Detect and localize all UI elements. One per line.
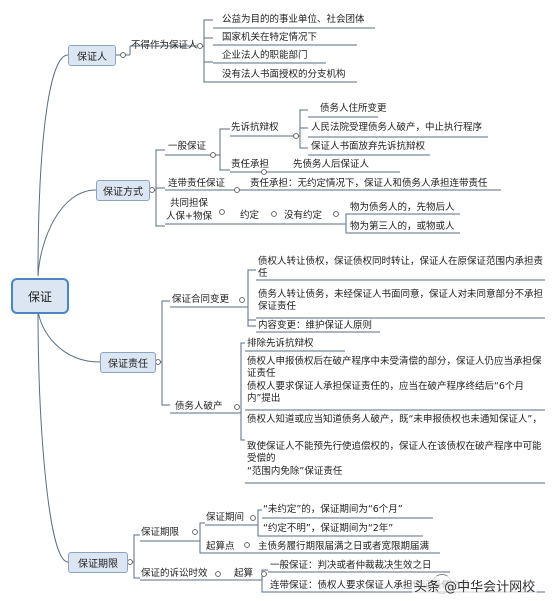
term-label: 保证期限 (141, 527, 180, 538)
root-node[interactable]: 保证 (11, 278, 69, 314)
guarantor-sub: 不得作为保证人 (131, 40, 198, 51)
no-agreed-item-1: 物为债务人的，先物后人 (350, 202, 455, 213)
no-agreed-label: 没有约定 (284, 210, 323, 221)
bankrupt-item-4: 债权人知道或应当知道债务人破产，既“未申报债权也未通知保证人”， (247, 414, 542, 425)
guarantor-item-1: 公益为目的的事业单位、社会团体 (222, 14, 365, 25)
agreed-label: 约定 (240, 210, 260, 221)
co-guarantee-2: 人保+物保 (166, 211, 212, 222)
branch-method[interactable]: 保证方式 (96, 180, 150, 201)
branch-period[interactable]: 保证期限 (68, 552, 128, 573)
defense-item-3: 保证人书面放弃先诉抗辩权 (311, 141, 426, 152)
watermark-text: 头条 @中华会计网校 (412, 576, 538, 595)
change-item-3: 内容变更：维护保证人原则 (258, 320, 373, 331)
joint-text: 责任承担：无约定情况下，保证人和债务人承担连带责任 (250, 178, 488, 189)
term-sub: 保证期间 (206, 512, 245, 523)
change-item-2: 债务人转让债务，未经保证人书面同意，保证人对未同意部分不承担保证责任 (258, 289, 544, 312)
branch-guarantor[interactable]: 保证人 (68, 45, 116, 66)
co-guarantee-1: 共同担保 (170, 198, 209, 209)
start-text: 主债务履行期限届满之日或者宽限期届满 (258, 541, 430, 552)
limit-label: 保证的诉讼时效 (141, 568, 208, 579)
bankrupt-label: 债务人破产 (175, 401, 223, 412)
defense-item-1: 债务人住所变更 (320, 103, 387, 114)
guarantor-item-2: 国家机关在特定情况下 (222, 32, 318, 43)
branch-liability[interactable]: 保证责任 (100, 352, 156, 373)
no-agreed-item-2: 物为第三人的，或物或人 (350, 221, 455, 232)
bankrupt-item-5: 致使保证人不能预先行使追偿权的，保证人在该债权在破产程序中可能受偿的 (247, 441, 542, 464)
term-item-1: “未约定”的，保证期间为“6个月” (263, 504, 403, 515)
limit-sub: 起算 (234, 568, 254, 579)
start-label: 起算点 (206, 541, 235, 552)
limit-item-1: 一般保证：判决或者仲裁裁决生效之日 (270, 560, 432, 571)
joint-guarantee: 连带责任保证 (168, 178, 226, 189)
guarantor-item-3: 企业法人的职能部门 (222, 50, 308, 61)
term-item-2: “约定不明”，保证期间为“2年” (263, 523, 394, 534)
defense-item-2: 人民法院受理债务人破产，中止执行程序 (311, 122, 483, 133)
bankrupt-item-1: 排除先诉抗辩权 (247, 338, 314, 349)
guarantor-item-4: 没有法人书面授权的分支机构 (222, 69, 346, 80)
general-guarantee: 一般保证 (168, 141, 207, 152)
contract-change: 保证合同变更 (172, 294, 230, 305)
resp-label: 责任承担 (231, 159, 270, 170)
bankrupt-item-6: “范围内免除”保证责任 (247, 466, 343, 477)
limit-item-2: 连带保证：债权人要求保证人承担保证责任之日 (270, 580, 470, 591)
resp-text: 先债务人后保证人 (293, 159, 370, 170)
bankrupt-item-3: 债权人要求保证人承担保证责任的，应当在破产程序终结后“6个月内”提出 (247, 381, 524, 404)
defense-right: 先诉抗辩权 (231, 122, 279, 133)
bankrupt-item-2: 债权人申报债权后在破产程序中未受清偿的部分，保证人仍应当承担保证责任 (247, 356, 542, 379)
change-item-1: 债权人转让债权，保证债权同时转让，保证人在原保证范围内承担责任 (258, 256, 544, 279)
